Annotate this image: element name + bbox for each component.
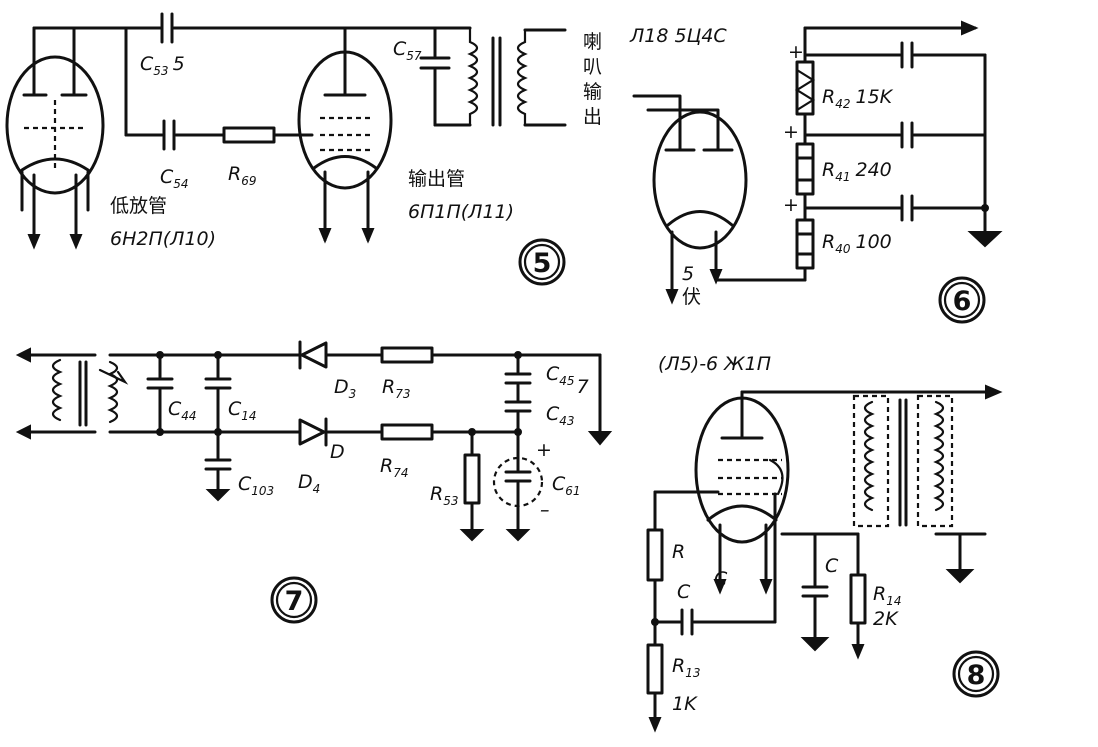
resistor-r73 xyxy=(380,346,434,364)
c-cathode-label: C xyxy=(714,568,728,590)
figure-number-8: 8 xyxy=(952,650,1000,698)
capacitor-c103 xyxy=(204,458,232,471)
c61-plus: + xyxy=(536,439,552,461)
rectifier-tube-label: Л18 5Ц4С xyxy=(629,25,727,47)
heater-unit: 伏 xyxy=(682,286,701,308)
r14-value: 2K xyxy=(873,608,899,630)
figure-number-6-text: 6 xyxy=(953,286,972,317)
capacitor-c53 xyxy=(160,12,174,44)
figure-number-8-text: 8 xyxy=(967,660,986,691)
figure-6: Л18 5Ц4С xyxy=(629,20,1003,324)
capacitor-c45 xyxy=(504,372,532,385)
figure-number-6: 6 xyxy=(938,276,986,324)
r74-label: R74 xyxy=(380,455,408,480)
figure-number-5: 5 xyxy=(518,238,566,286)
c-screen-label: C xyxy=(825,555,839,577)
plus-3: + xyxy=(783,194,799,216)
r53-label: R53 xyxy=(430,483,458,508)
output-tube-label: 输出管 xyxy=(408,168,465,190)
resistor-r xyxy=(646,528,664,582)
c103-label: C103 xyxy=(238,473,274,498)
resistor-r14 xyxy=(849,573,867,625)
pentode-tube-label: (Л5)-6 Ж1П xyxy=(658,353,771,375)
tube-5c4s xyxy=(632,94,748,305)
c44-label: C44 xyxy=(168,398,197,423)
c57-label: C57 xyxy=(393,38,422,63)
plus-1: + xyxy=(788,41,804,63)
input-transformer xyxy=(51,358,129,427)
resistor-r13 xyxy=(646,643,664,695)
resistor-r53 xyxy=(463,453,481,505)
capacitor-c44 xyxy=(146,377,174,390)
capacitor-c54 xyxy=(162,119,176,151)
c43-label: C43 xyxy=(546,403,575,428)
speaker-char-1: 喇 xyxy=(583,31,602,53)
resistor-r40 xyxy=(795,218,815,270)
r73-label: R73 xyxy=(382,376,410,401)
output-transformer xyxy=(467,26,567,127)
diode-d3 xyxy=(298,340,328,370)
speaker-char-3: 输 xyxy=(583,81,602,103)
heater-voltage: 5 xyxy=(682,263,694,285)
r13-label: R13 xyxy=(672,655,700,680)
speaker-char-2: 叭 xyxy=(583,56,602,78)
figure-8: (Л5)-6 Ж1П xyxy=(646,353,1003,733)
figure-number-5-text: 5 xyxy=(533,248,552,279)
c14-label: C14 xyxy=(228,398,257,423)
c61-label: C61 xyxy=(552,473,581,498)
tube-6zh1p xyxy=(694,390,790,595)
c61-minus: – xyxy=(540,499,550,521)
c-coupling-label: C xyxy=(677,581,691,603)
shielded-transformer xyxy=(852,394,954,528)
capacitor-c57 xyxy=(419,56,451,70)
d3-label: D3 xyxy=(334,376,356,401)
diode-d4 xyxy=(298,417,328,447)
plus-2: + xyxy=(783,121,799,143)
d4-label: D4 xyxy=(298,471,320,496)
resistor-r69 xyxy=(222,126,276,144)
low-amp-tube: 6H2П(Л10) xyxy=(110,228,216,250)
resistor-r41 xyxy=(795,142,815,196)
capacitor-c14 xyxy=(204,377,232,390)
output-tube-type: 6П1П(Л11) xyxy=(408,201,514,223)
figure-number-7-text: 7 xyxy=(285,586,304,617)
low-amp-label: 低放管 xyxy=(110,195,167,217)
capacitor-c-screen xyxy=(801,585,829,598)
capacitor-c61 xyxy=(504,470,532,483)
capacitor-c43 xyxy=(504,400,532,413)
tube-6p1p xyxy=(297,26,393,244)
ground-symbol xyxy=(967,231,1003,248)
tube-6h2p xyxy=(5,26,105,250)
r14-label: R14 xyxy=(873,583,901,608)
c54-label: C54 xyxy=(160,166,189,191)
figure-number-7: 7 xyxy=(270,576,318,624)
r13-value: 1K xyxy=(672,693,698,715)
resistor-r74 xyxy=(380,423,434,441)
r-label: R xyxy=(672,541,685,563)
d-mark: D xyxy=(330,441,345,463)
capacitor-c-coupling xyxy=(680,608,694,636)
r69-label: R69 xyxy=(228,163,256,188)
speaker-char-4: 出 xyxy=(583,106,602,128)
